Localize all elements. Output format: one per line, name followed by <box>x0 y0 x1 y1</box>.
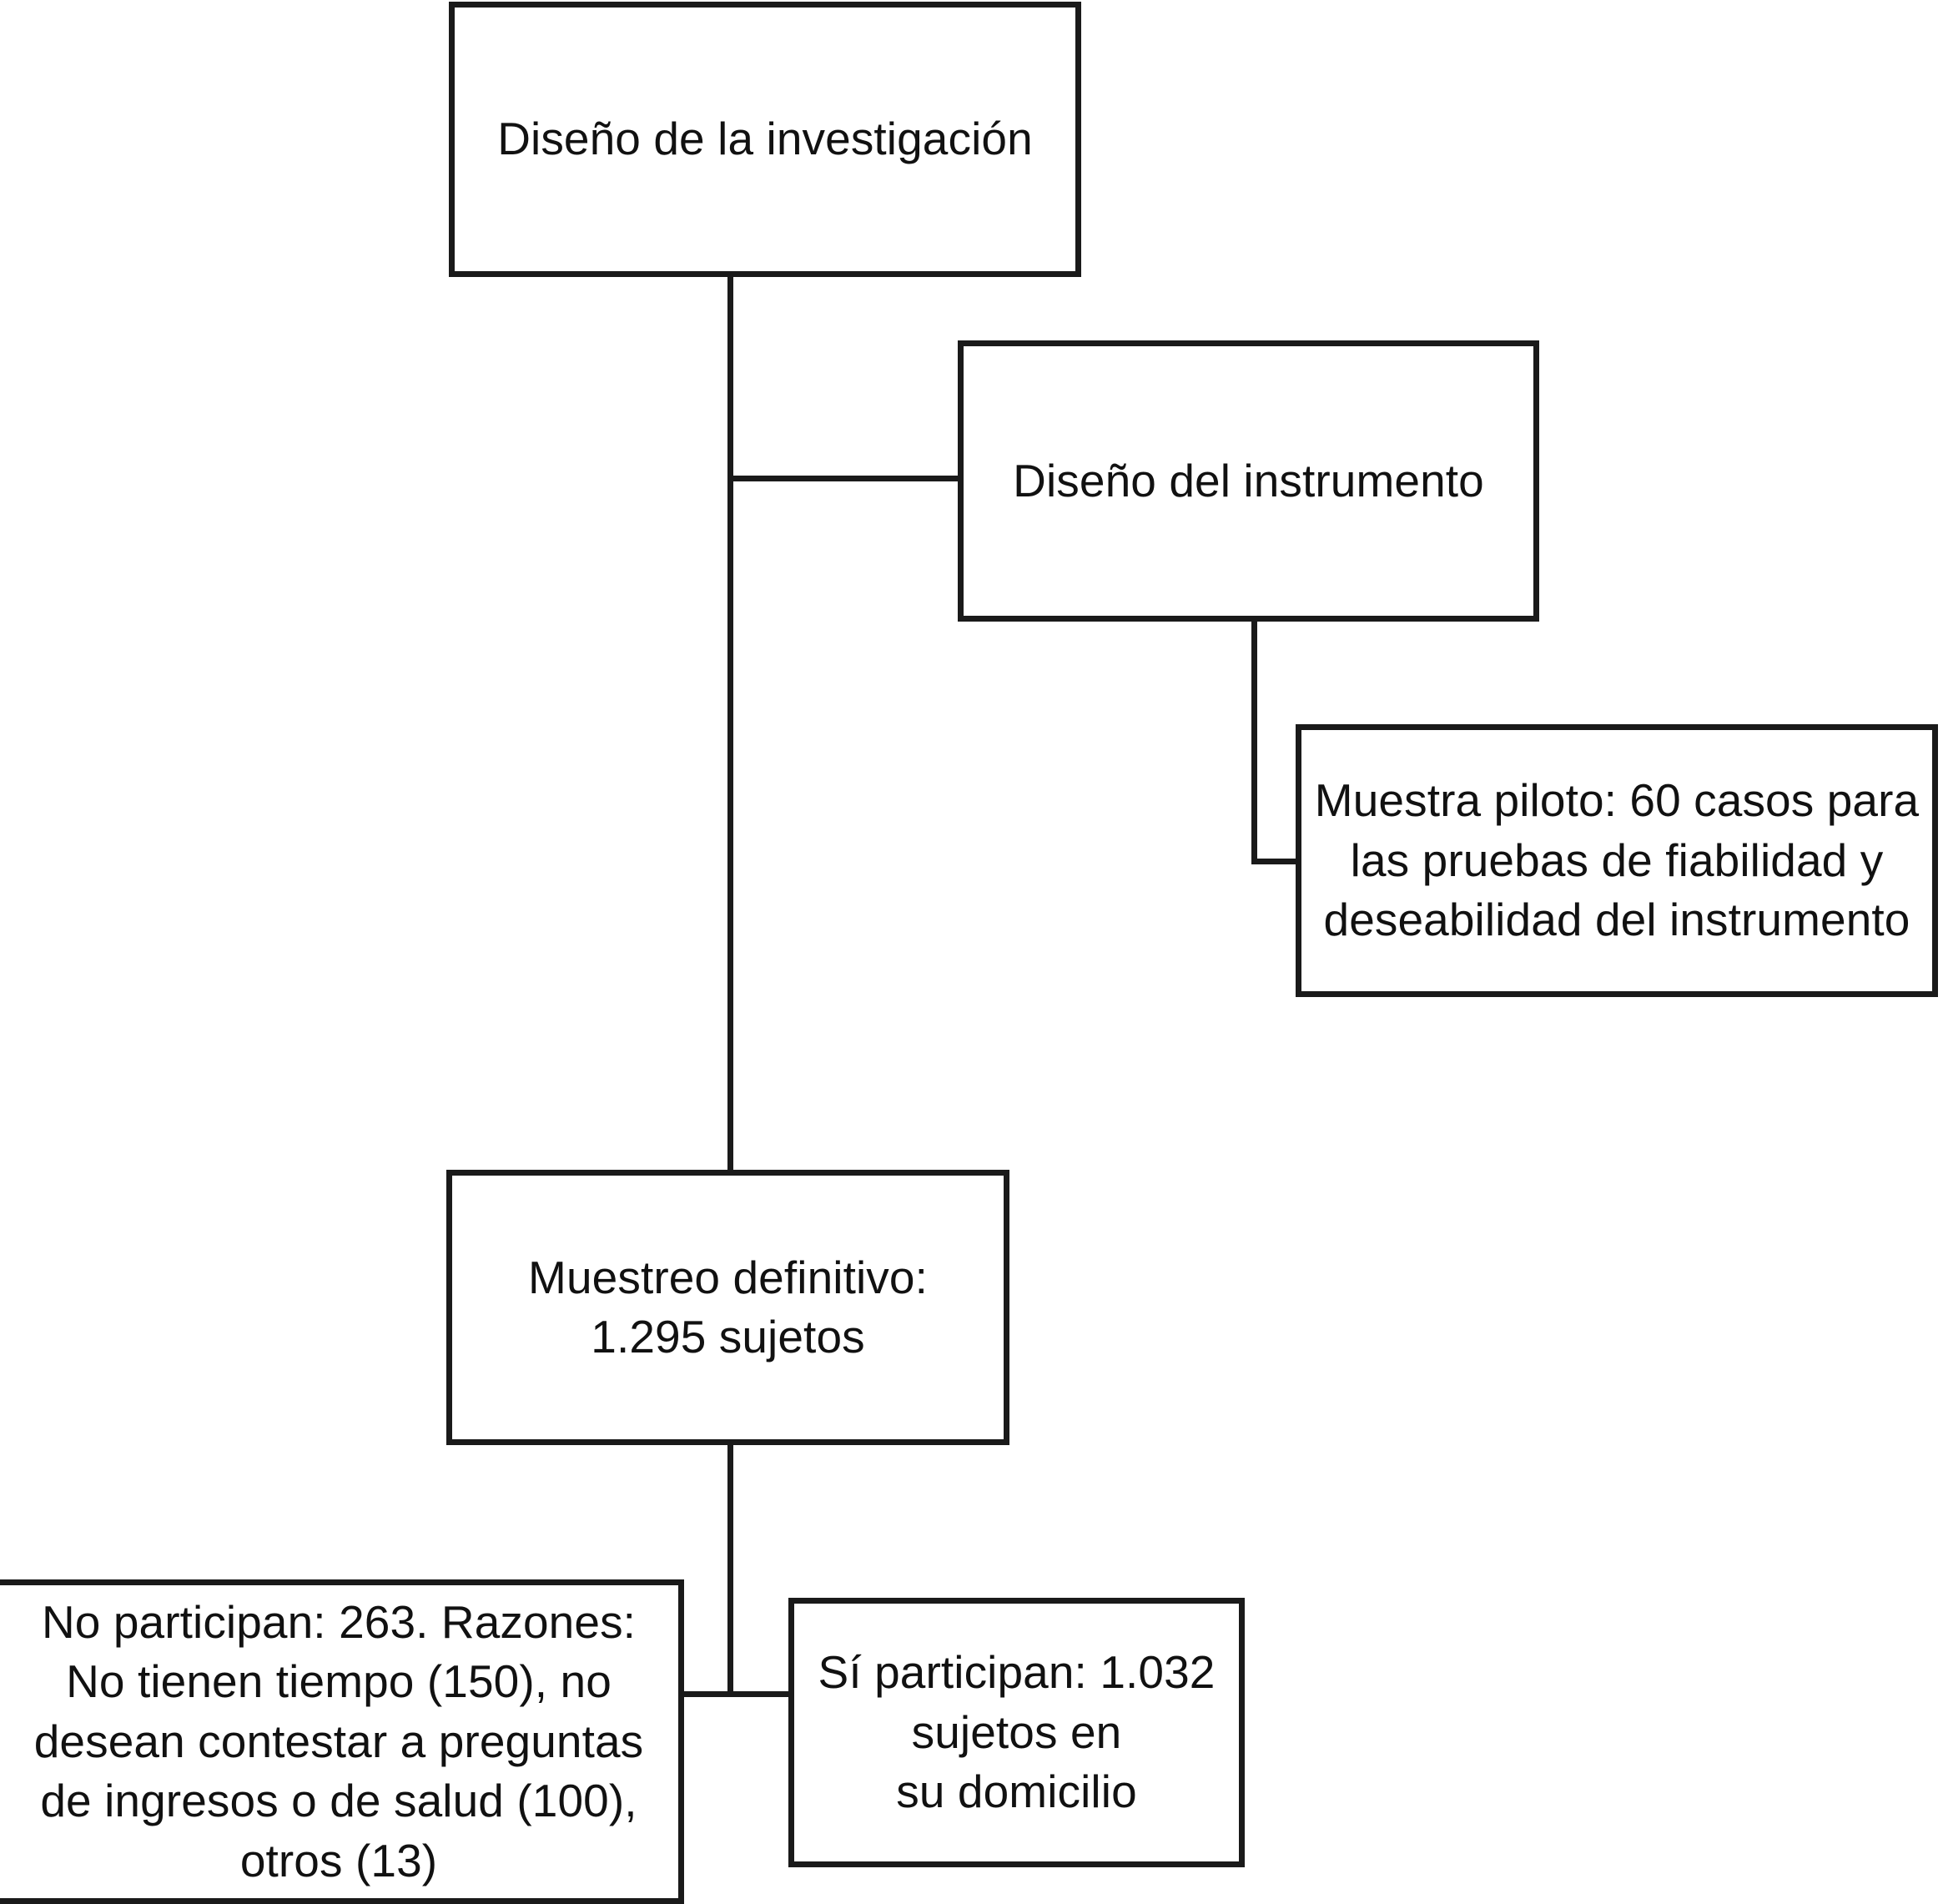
node-participants-label: Sí participan: 1.032 sujetos en su domic… <box>818 1646 1216 1818</box>
node-research-design: Diseño de la investigación <box>449 2 1081 277</box>
connector-research-design-to-final-sampling <box>727 274 733 1175</box>
node-instrument-design: Diseño del instrumento <box>958 340 1539 622</box>
connector-instrument-design-to-pilot-sample-horizontal <box>1251 859 1300 864</box>
connector-final-sampling-to-outcomes <box>727 1440 733 1697</box>
connector-instrument-design-to-pilot-sample-vertical <box>1251 618 1257 864</box>
node-participants: Sí participan: 1.032 sujetos en su domic… <box>788 1598 1245 1867</box>
node-final-sampling-label: Muestreo definitivo: 1.295 sujetos <box>528 1251 928 1363</box>
node-pilot-sample-label: Muestra piloto: 60 casos para las prueba… <box>1314 774 1920 946</box>
node-pilot-sample: Muestra piloto: 60 casos para las prueba… <box>1296 724 1938 997</box>
node-final-sampling: Muestreo definitivo: 1.295 sujetos <box>446 1170 1009 1445</box>
node-non-participants-label: No participan: 263. Razones: No tienen t… <box>33 1595 644 1886</box>
connector-outcome-junction-bar <box>679 1691 793 1697</box>
node-non-participants: No participan: 263. Razones: No tienen t… <box>0 1579 684 1904</box>
node-research-design-label: Diseño de la investigación <box>497 113 1033 165</box>
connector-spine-to-instrument-design <box>727 476 961 481</box>
node-instrument-design-label: Diseño del instrumento <box>1013 454 1484 506</box>
